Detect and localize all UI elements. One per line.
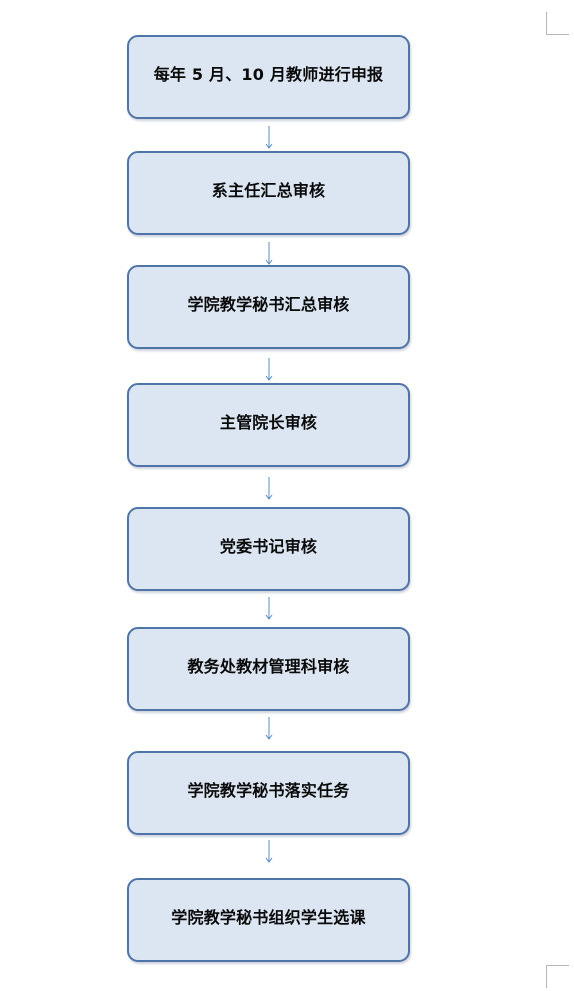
flow-step-8-student-course-selection[interactable]: 学院教学秘书组织学生选课 <box>127 878 410 962</box>
flow-step-label: 学院教学秘书汇总审核 <box>187 295 350 314</box>
flow-step-label: 党委书记审核 <box>219 537 318 556</box>
flow-step-label: 主管院长审核 <box>219 413 318 432</box>
arrow-down-icon <box>263 126 275 150</box>
arrow-down-icon <box>263 477 275 501</box>
flow-step-label: 教务处教材管理科审核 <box>187 657 350 676</box>
flow-step-5-party-secretary-review[interactable]: 党委书记审核 <box>127 507 410 591</box>
arrow-down-icon <box>263 242 275 266</box>
flow-step-2-department-head-review[interactable]: 系主任汇总审核 <box>127 151 410 235</box>
flow-step-7-secretary-implement-task[interactable]: 学院教学秘书落实任务 <box>127 751 410 835</box>
flow-step-4-dean-review[interactable]: 主管院长审核 <box>127 383 410 467</box>
arrow-down-icon <box>263 358 275 382</box>
flow-step-1-teacher-application[interactable]: 每年 5 月、10 月教师进行申报 <box>127 35 410 119</box>
flow-step-label: 学院教学秘书组织学生选课 <box>171 908 366 927</box>
arrow-down-icon <box>263 717 275 741</box>
flow-step-label: 每年 5 月、10 月教师进行申报 <box>153 65 384 84</box>
page-corner-mark-bottom <box>546 965 569 988</box>
flow-step-label: 系主任汇总审核 <box>211 181 326 200</box>
page-corner-mark-top <box>546 12 569 35</box>
flow-step-3-secretary-summary-review[interactable]: 学院教学秘书汇总审核 <box>127 265 410 349</box>
arrow-down-icon <box>263 597 275 621</box>
flow-step-label: 学院教学秘书落实任务 <box>187 781 350 800</box>
arrow-down-icon <box>263 840 275 864</box>
flow-step-6-textbook-office-review[interactable]: 教务处教材管理科审核 <box>127 627 410 711</box>
